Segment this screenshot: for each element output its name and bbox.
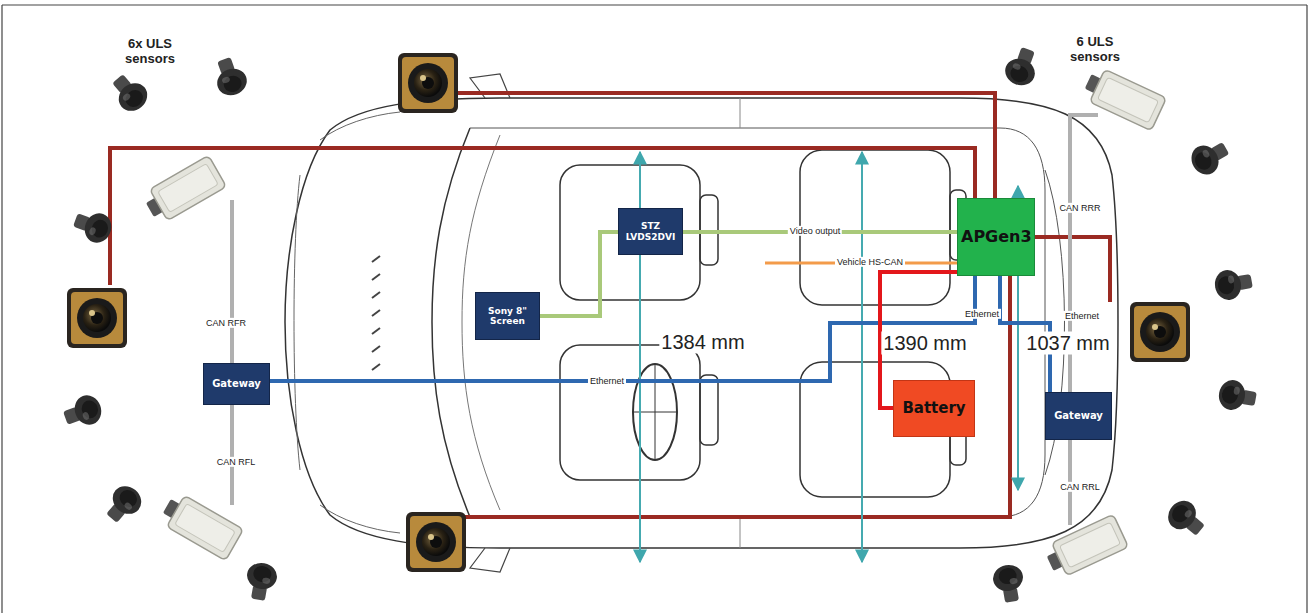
can-wires-part bbox=[230, 405, 234, 505]
gateway-box: Gateway bbox=[203, 363, 270, 405]
radar-units-part bbox=[1081, 65, 1167, 131]
node-text: Sony 8" Screen bbox=[479, 306, 536, 327]
node-text: STZ LVDS2DVI bbox=[622, 221, 679, 242]
car-body-part bbox=[320, 505, 400, 533]
car-body-part bbox=[740, 98, 741, 548]
cameras-part bbox=[1130, 302, 1190, 362]
node-text: APGen3 bbox=[961, 228, 1031, 246]
gateway-box: Gateway bbox=[1045, 392, 1112, 440]
uls-sensors-part bbox=[100, 480, 147, 528]
signal-connector bbox=[270, 276, 975, 381]
camera-wires-part bbox=[458, 93, 995, 198]
cameras-part bbox=[398, 53, 458, 113]
camera-wires-part bbox=[465, 276, 1010, 517]
bus-label: CAN RRL bbox=[1058, 482, 1102, 492]
bus-label: CAN RFL bbox=[215, 457, 258, 467]
uls-sensors bbox=[60, 44, 1258, 604]
uls-sensors-part bbox=[70, 206, 115, 247]
car-body-part bbox=[470, 548, 510, 572]
can-wires bbox=[232, 115, 1098, 525]
uls-sensors-part bbox=[1186, 135, 1233, 179]
uls-sensors-part bbox=[243, 561, 279, 603]
car-body-part bbox=[320, 112, 400, 140]
sensor-group-label: 6 ULS sensors bbox=[1058, 35, 1132, 65]
signal-connector bbox=[540, 232, 618, 316]
battery-box: Battery bbox=[893, 380, 975, 437]
car-body-part bbox=[700, 375, 718, 445]
car-body-part bbox=[560, 345, 700, 480]
dimension-label: 1384 mm bbox=[659, 331, 746, 354]
radar-units-part bbox=[1043, 514, 1129, 580]
connector-label: Video output bbox=[788, 226, 842, 236]
uls-sensors-part bbox=[106, 69, 153, 117]
camera-wires-part bbox=[1035, 237, 1110, 302]
converter-box: STZ LVDS2DVI bbox=[618, 208, 683, 255]
cameras-part bbox=[67, 288, 127, 348]
camera-wires bbox=[110, 93, 1110, 517]
node-text: Gateway bbox=[1049, 410, 1108, 422]
sensor-group-label: 6x ULS sensors bbox=[113, 37, 187, 67]
page-frame-part bbox=[1306, 5, 1307, 613]
dimension-arrows-part bbox=[861, 152, 863, 562]
uls-sensors-part bbox=[991, 563, 1027, 605]
dimension-label: 1390 mm bbox=[881, 332, 968, 355]
uls-sensors-part bbox=[1217, 378, 1259, 414]
node-text: Battery bbox=[897, 400, 971, 417]
page-frame-part bbox=[2, 4, 1307, 5]
controller-box: APGen3 bbox=[957, 198, 1035, 276]
uls-sensors-part bbox=[1162, 495, 1210, 542]
bus-label: CAN RRR bbox=[1057, 203, 1102, 213]
page-frame bbox=[2, 5, 1307, 613]
uls-sensors-part bbox=[1213, 266, 1255, 302]
car-body-part bbox=[560, 165, 700, 300]
radar-units-part bbox=[158, 490, 244, 560]
uls-sensors-part bbox=[60, 391, 105, 432]
dimension-label: 1037 mm bbox=[1024, 332, 1111, 355]
connector-label: Ethernet bbox=[1063, 311, 1101, 321]
can-wires-part bbox=[230, 200, 234, 363]
page-frame-part bbox=[1, 5, 2, 613]
screen-box: Sony 8" Screen bbox=[475, 292, 540, 340]
radar-units bbox=[141, 65, 1167, 580]
uls-sensors-part bbox=[1001, 44, 1042, 89]
car-body-part bbox=[294, 175, 300, 470]
uls-sensors-part bbox=[210, 54, 251, 99]
bus-label: Vehicle HS-CAN bbox=[835, 257, 905, 267]
camera-wires-part bbox=[110, 148, 975, 285]
connector-label: Ethernet bbox=[588, 376, 626, 386]
bus-label: CAN RFR bbox=[204, 318, 248, 328]
car-body-part bbox=[372, 256, 380, 370]
cameras bbox=[67, 53, 1190, 572]
car-body-part bbox=[432, 128, 470, 517]
cameras-part bbox=[406, 512, 466, 572]
bus-label: Ethernet bbox=[963, 309, 1001, 319]
radar-units-part bbox=[141, 155, 227, 225]
node-text: Gateway bbox=[207, 378, 266, 390]
